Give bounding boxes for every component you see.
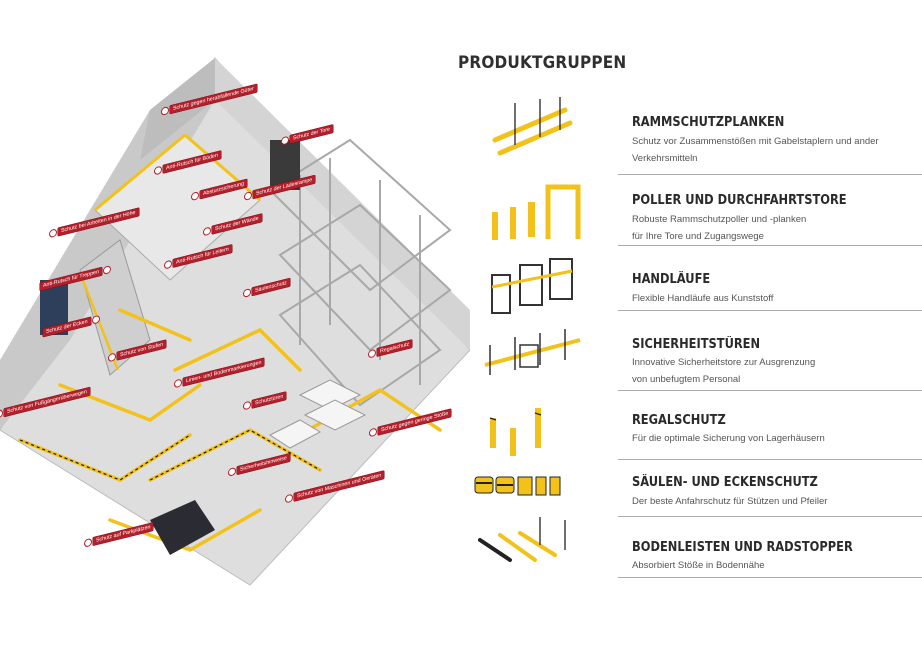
product-title: HANDLÄUFE (632, 272, 711, 287)
product-row: SÄULEN- UND ECKENSCHUTZ Der beste Anfahr… (470, 462, 922, 532)
product-title: BODENLEISTEN UND RADSTOPPER (632, 540, 853, 555)
divider (618, 174, 922, 175)
product-description: Innovative Sicherheitstore zur Ausgrenzu… (632, 357, 816, 368)
product-description: Der beste Anfahrschutz für Stützen und P… (632, 496, 828, 507)
poller-image (492, 184, 581, 240)
divider (618, 516, 922, 517)
product-row: SICHERHEITSTÜREN Innovative Sicherheitst… (470, 325, 922, 395)
product-description: Absorbiert Stöße in Bodennähe (632, 560, 765, 571)
product-description: Verkehrsmitteln (632, 153, 698, 164)
page-title: PRODUKTGRUPPEN (458, 53, 627, 73)
rammschutzplanken-image (492, 97, 573, 156)
product-row: POLLER UND DURCHFAHRTSTORE Robuste Ramms… (470, 177, 922, 247)
product-description: Schutz vor Zusammenstößen mit Gabelstapl… (632, 136, 879, 147)
product-row: HANDLÄUFE Flexible Handläufe aus Kunstst… (470, 255, 922, 325)
sicherheitstueren-image (484, 329, 581, 375)
bodenleisten-image (478, 517, 566, 562)
product-description: Für die optimale Sicherung von Lagerhäus… (632, 433, 825, 444)
product-title: REGALSCHUTZ (632, 413, 726, 428)
saeulenschutz-image (474, 476, 561, 496)
product-row: REGALSCHUTZ Für die optimale Sicherung v… (470, 398, 922, 468)
product-title: SICHERHEITSTÜREN (632, 337, 761, 352)
product-title: POLLER UND DURCHFAHRTSTORE (632, 193, 847, 208)
product-title: RAMMSCHUTZPLANKEN (632, 115, 785, 130)
product-row: BODENLEISTEN UND RADSTOPPER Absorbiert S… (470, 515, 922, 585)
product-title: SÄULEN- UND ECKENSCHUTZ (632, 475, 818, 490)
warehouse-drawing (0, 57, 471, 586)
divider (618, 245, 922, 246)
divider (618, 577, 922, 578)
product-row: RAMMSCHUTZPLANKEN Schutz vor Zusammenstö… (470, 95, 922, 175)
divider (618, 310, 922, 311)
product-description: Flexible Handläufe aus Kunststoff (632, 293, 774, 304)
regalschutz-image (489, 408, 542, 456)
handlaeufe-image (491, 258, 573, 314)
product-description: von unbefugtem Personal (632, 374, 741, 385)
divider (618, 459, 922, 460)
warehouse-illustration: Schutz gegen herabfallende Güter Anti-Ru… (0, 40, 471, 600)
divider (618, 390, 922, 391)
product-description: für Ihre Tore und Zugangswege (632, 231, 764, 242)
product-description: Robuste Rammschutzpoller und -planken (632, 214, 807, 225)
